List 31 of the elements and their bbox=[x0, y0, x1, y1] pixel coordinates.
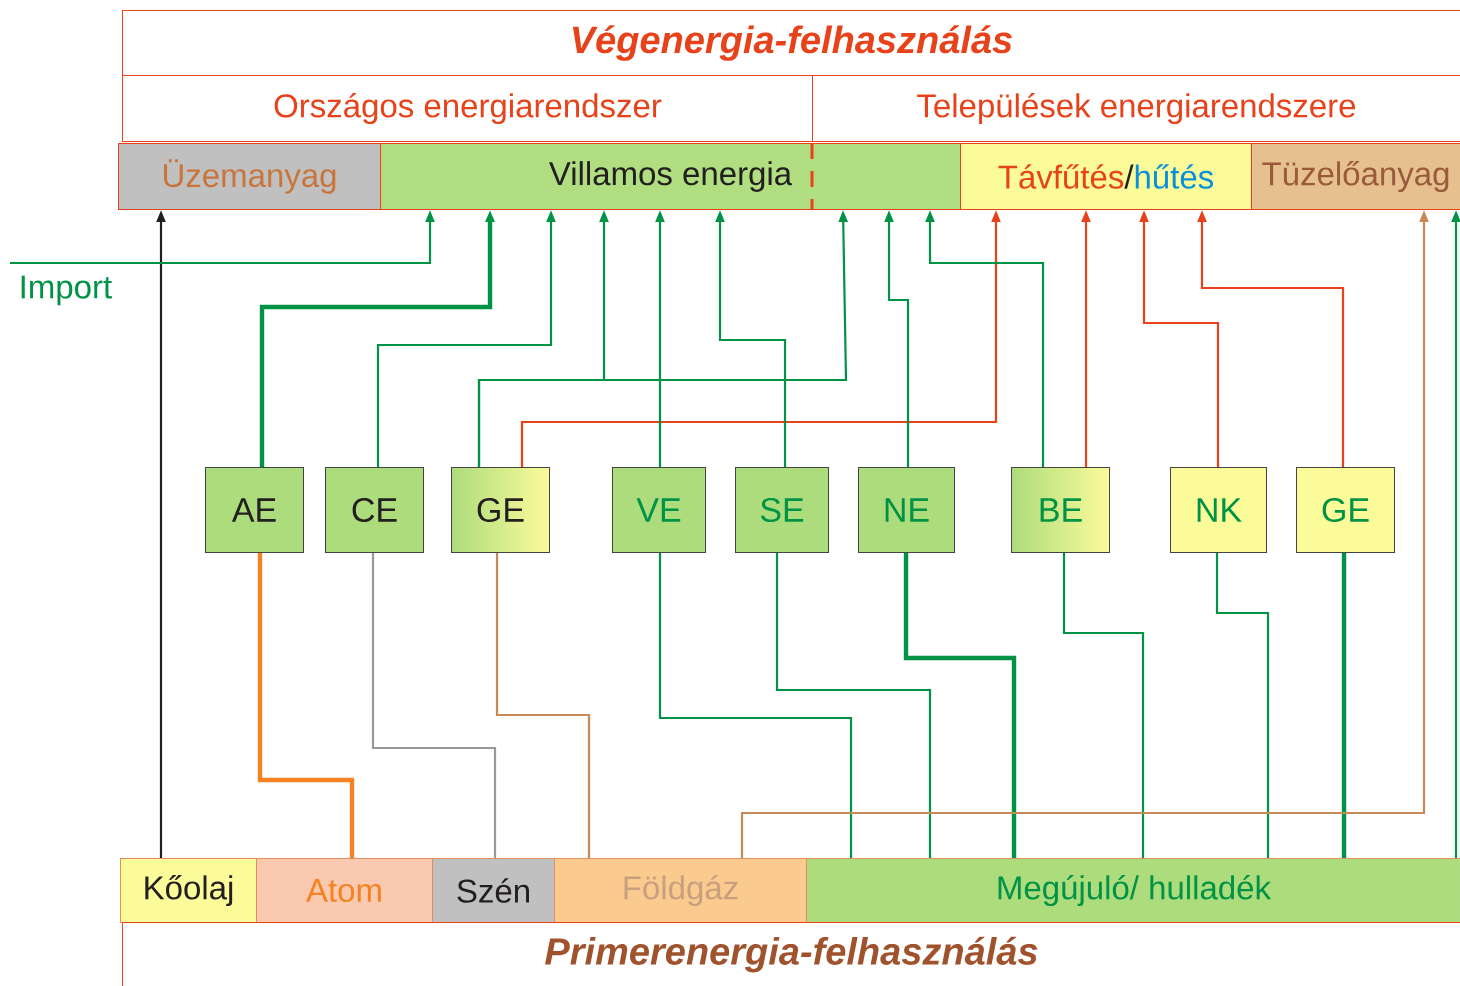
connector-line bbox=[371, 553, 497, 858]
source-band: Megújuló/ hulladék bbox=[806, 858, 1460, 923]
conversion-box: CE bbox=[325, 467, 424, 553]
conversion-box: VE bbox=[612, 467, 706, 553]
conversion-box: NE bbox=[858, 467, 955, 553]
energy-carrier-band: Üzemanyag bbox=[118, 143, 381, 210]
conversion-box: BE bbox=[1011, 467, 1110, 553]
title-band: Végenergia-felhasználás bbox=[122, 10, 1460, 76]
conversion-box: GE bbox=[1296, 467, 1395, 553]
conversion-box: GE bbox=[451, 467, 550, 553]
source-band: Atom bbox=[256, 858, 433, 923]
connector-line bbox=[495, 553, 591, 858]
title-band: Primerenergia-felhasználás bbox=[122, 922, 1460, 986]
energy-carrier-band: Távfűtés/hűtés bbox=[960, 143, 1252, 210]
connector-line bbox=[775, 553, 932, 858]
source-band: Szén bbox=[432, 858, 555, 923]
source-band: Kőolaj bbox=[120, 858, 257, 923]
energy-carrier-band: Tüzelőanyag bbox=[1251, 143, 1460, 210]
conversion-box: AE bbox=[205, 467, 304, 553]
connector-line bbox=[257, 553, 355, 858]
connector-line bbox=[658, 553, 853, 858]
connector-line bbox=[1341, 553, 1347, 858]
section-header: Országos energiarendszer bbox=[122, 75, 813, 142]
conversion-box: NK bbox=[1170, 467, 1267, 553]
conversion-box: SE bbox=[735, 467, 829, 553]
energy-carrier-band: Villamos energia bbox=[380, 143, 961, 210]
connector-line bbox=[903, 553, 1017, 858]
connector-line bbox=[1062, 553, 1145, 858]
text-label: Import bbox=[21, 275, 112, 306]
connector-line bbox=[1215, 553, 1270, 858]
section-header: Települések energiarendszere bbox=[812, 75, 1460, 142]
